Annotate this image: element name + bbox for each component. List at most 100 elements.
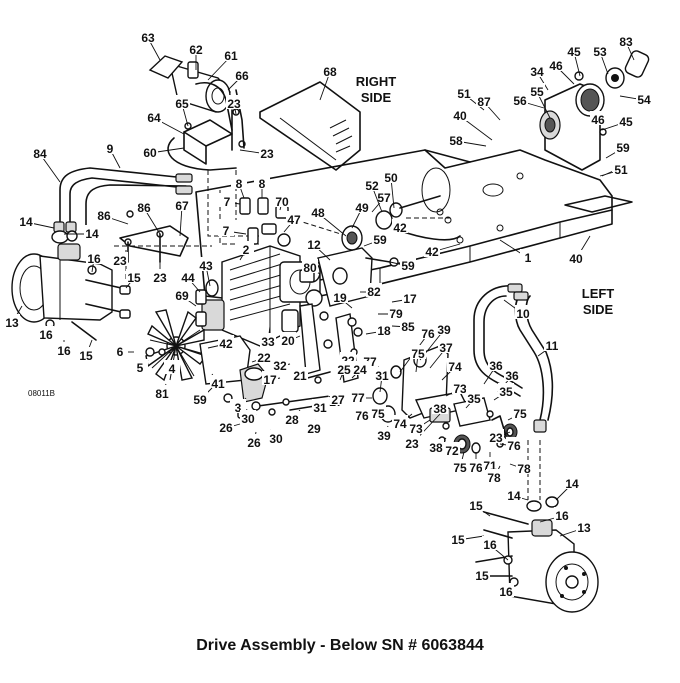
callout-number: 86	[137, 201, 151, 215]
callout-background	[112, 343, 128, 357]
callout-number: 43	[199, 259, 213, 273]
callout-number: 26	[219, 421, 233, 435]
callout-number: 30	[269, 432, 283, 446]
callout-background	[568, 250, 584, 264]
callout-background	[529, 63, 545, 77]
callout-number: 16	[87, 252, 101, 266]
callout-background	[312, 399, 328, 413]
callout-number: 10	[516, 307, 530, 321]
callout-number: 40	[569, 252, 583, 266]
callout-background	[174, 95, 190, 109]
callout-background	[592, 43, 608, 57]
callout-number: 7	[223, 224, 230, 238]
callout-background	[38, 326, 54, 340]
callout-number: 56	[513, 94, 527, 108]
callout-background	[274, 193, 290, 207]
callout-background	[140, 29, 156, 43]
callout-background	[566, 43, 582, 57]
callout-number: 58	[449, 134, 463, 148]
callout-number: 8	[259, 177, 266, 191]
callout-background	[482, 457, 498, 471]
callout-background	[354, 199, 370, 213]
callout-background	[32, 145, 48, 159]
callout-background	[238, 241, 254, 255]
callout-number: 42	[425, 245, 439, 259]
callout-background	[613, 161, 629, 175]
callout-background	[376, 189, 392, 203]
callout-number: 85	[401, 320, 415, 334]
callout-background	[352, 361, 368, 375]
drawing-number: 08011B	[28, 389, 55, 398]
callout-number: 78	[487, 471, 501, 485]
callout-background	[498, 383, 514, 397]
callout-background	[516, 460, 532, 474]
callout-background	[548, 57, 564, 71]
callout-number: 59	[616, 141, 630, 155]
callout-number: 31	[313, 401, 327, 415]
left-wheel-motor	[11, 230, 131, 341]
callout-number: 49	[355, 201, 369, 215]
callout-background	[456, 85, 472, 99]
callout-number: 70	[275, 195, 289, 209]
callout-number: 48	[311, 206, 325, 220]
callout-number: 40	[453, 109, 467, 123]
callout-background	[448, 132, 464, 146]
callout-background	[164, 360, 180, 374]
callout-number: 23	[489, 431, 503, 445]
callout-number: 32	[273, 359, 287, 373]
callout-background	[78, 347, 94, 361]
callout-number: 16	[499, 585, 513, 599]
callout-background	[486, 469, 502, 483]
left-side-label-line1: LEFT	[582, 286, 615, 301]
callout-number: 12	[307, 238, 321, 252]
callout-number: 21	[293, 369, 307, 383]
callout-number: 55	[530, 85, 544, 99]
callout-number: 51	[457, 87, 471, 101]
callout-number: 13	[5, 316, 19, 330]
callout-background	[383, 169, 399, 183]
callout-background	[488, 357, 504, 371]
callout-number: 14	[565, 477, 579, 491]
callout-number: 74	[393, 417, 407, 431]
pump-mount	[199, 335, 269, 419]
callout-background	[188, 41, 204, 55]
callout-background	[152, 269, 168, 283]
callout-background	[564, 475, 580, 489]
callout-number: 79	[389, 307, 403, 321]
callout-background	[231, 175, 247, 189]
callout-number: 23	[153, 271, 167, 285]
callout-background	[408, 420, 424, 434]
callout-background	[590, 111, 606, 125]
callout-background	[515, 305, 531, 319]
callout-number: 76	[355, 409, 369, 423]
callout-background	[370, 405, 386, 419]
callout-background	[476, 93, 492, 107]
right-bearing-bracket	[539, 50, 650, 171]
callout-number: 81	[155, 387, 169, 401]
callout-number: 73	[409, 422, 423, 436]
callout-background	[259, 145, 275, 159]
callout-background	[218, 335, 234, 349]
callout-background	[512, 405, 528, 419]
right-wheel-motor	[475, 496, 599, 613]
callout-background	[292, 367, 308, 381]
callout-number: 23	[227, 97, 241, 111]
callout-number: 76	[421, 327, 435, 341]
callout-background	[488, 429, 504, 443]
callout-background	[234, 67, 250, 81]
callout-number: 1	[525, 251, 532, 265]
callout-number: 23	[260, 147, 274, 161]
callout-background	[272, 357, 288, 371]
callout-number: 74	[448, 360, 462, 374]
callout-number: 69	[175, 289, 189, 303]
callout-background	[438, 339, 454, 353]
callout-background	[618, 113, 634, 127]
callout-number: 44	[181, 271, 195, 285]
callout-background	[246, 434, 262, 448]
callout-background	[374, 367, 390, 381]
callout-number: 47	[287, 213, 301, 227]
callout-background	[436, 321, 452, 335]
callout-number: 24	[353, 363, 367, 377]
callout-number: 14	[19, 215, 33, 229]
callout-background	[332, 289, 348, 303]
